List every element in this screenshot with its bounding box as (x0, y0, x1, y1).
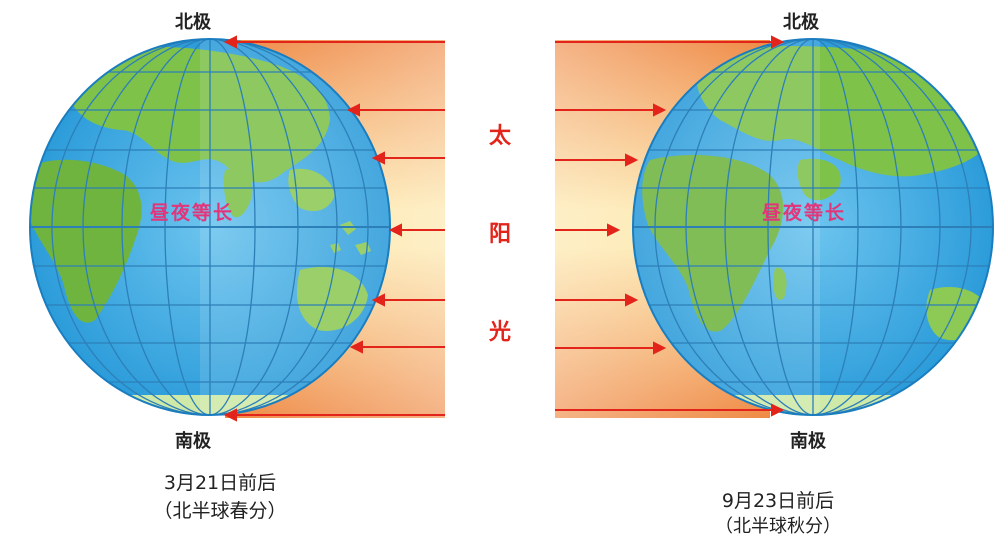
sunlight-char-1: 太 (489, 124, 512, 149)
right-south-pole-label: 南极 (790, 431, 826, 452)
europe-asia-land (696, 45, 991, 177)
madagascar-land (773, 267, 787, 300)
right-date-text: 9月23日前后 (721, 490, 835, 512)
right-season-text: （北半球秋分） (715, 516, 841, 537)
left-equal-day-night-text: 昼夜等长 (150, 202, 235, 224)
arabia-land (797, 158, 841, 201)
southeast-asia-land (288, 168, 335, 212)
left-season-text: （北半球春分） (153, 500, 287, 522)
sunray-arrows-left (223, 35, 445, 422)
sunlight-char-3: 光 (489, 320, 512, 345)
left-north-pole-label: 北极 (175, 12, 211, 33)
africa-land-right (642, 155, 784, 332)
right-equal-day-night-text: 昼夜等长 (762, 202, 847, 224)
eurasia-land (60, 46, 330, 183)
left-south-pole-label: 南极 (175, 431, 211, 452)
sunlight-char-2: 阳 (489, 222, 512, 247)
sunray-arrows-right (555, 35, 785, 417)
africa-land (30, 159, 142, 323)
india-land (223, 168, 253, 218)
islands-land (330, 221, 371, 255)
left-date-text: 3月21日前后 (163, 472, 277, 494)
right-north-pole-label: 北极 (783, 12, 819, 33)
